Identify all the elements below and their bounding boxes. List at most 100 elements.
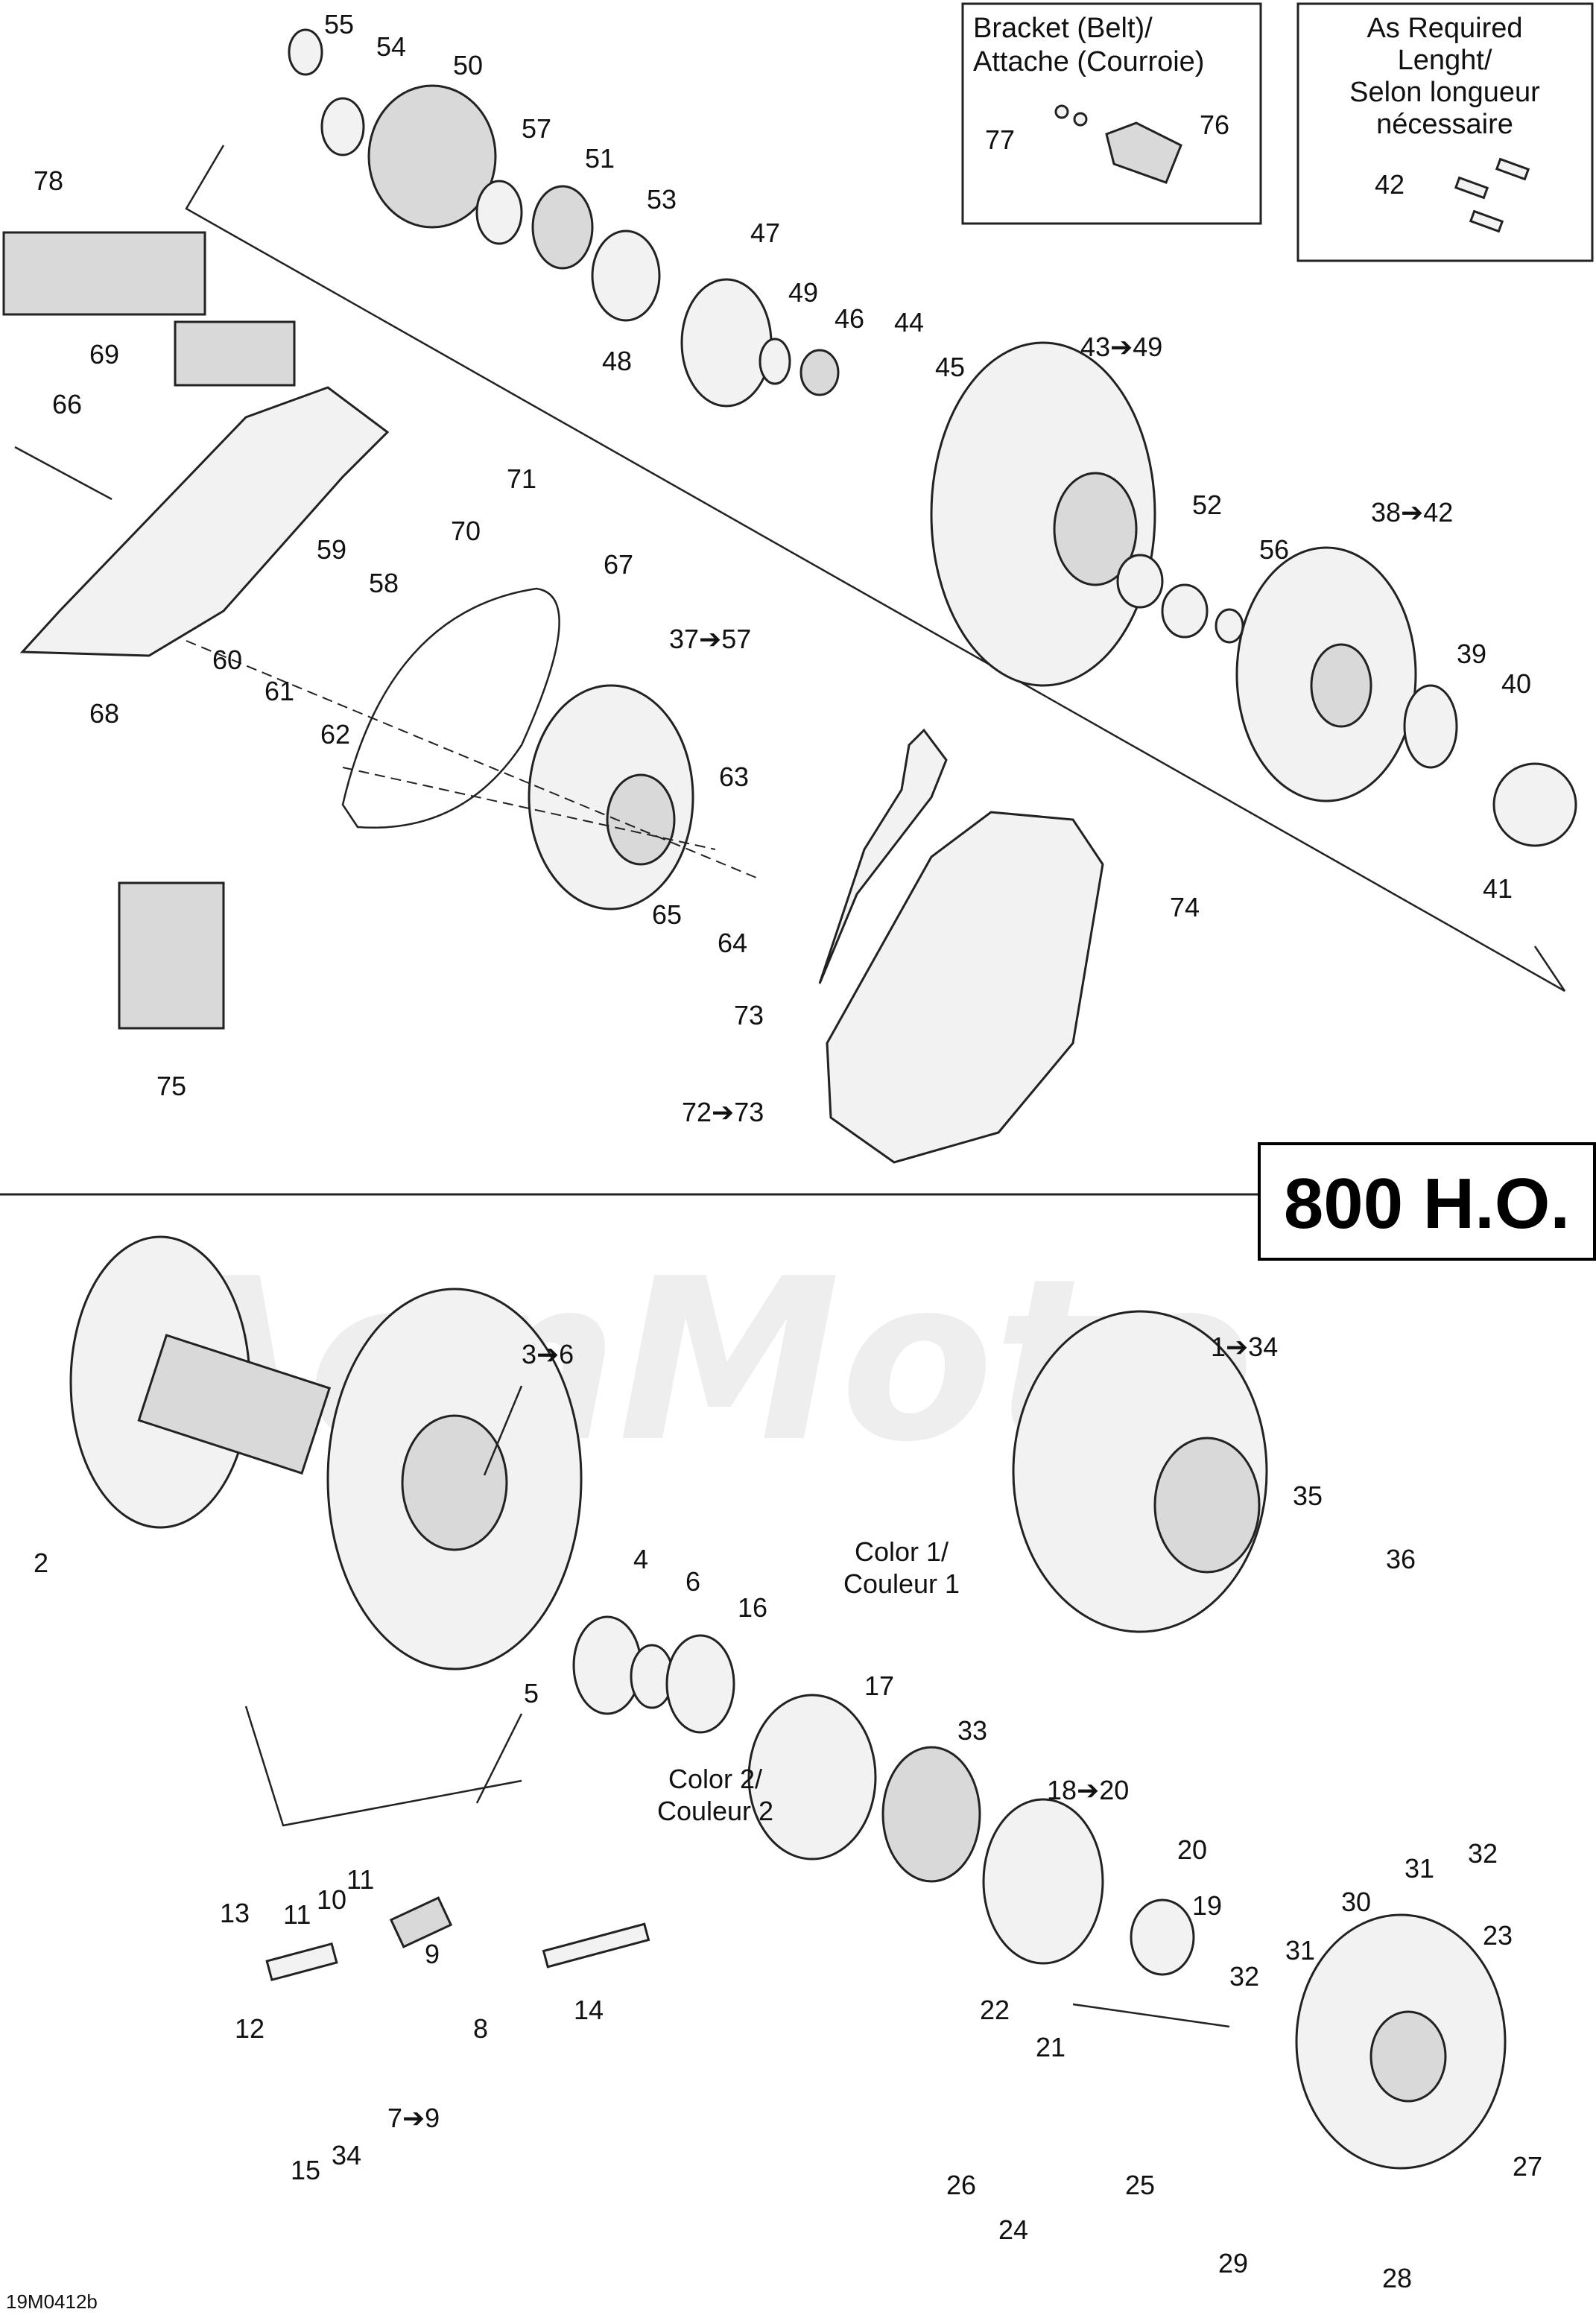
callout-16: 16 xyxy=(738,1592,767,1623)
drawing-code: 19M0412b xyxy=(6,2290,98,2313)
color1-line1: Color 1/ xyxy=(855,1536,949,1567)
as-required-box: As Required Lenght/ Selon longueur néces… xyxy=(1296,2,1594,262)
callout-24: 24 xyxy=(998,2214,1028,2245)
callout-25: 25 xyxy=(1125,2170,1155,2200)
callout-37-57: 37➔57 xyxy=(669,624,751,654)
warning-decal-69 xyxy=(174,320,296,387)
callout-4: 4 xyxy=(633,1544,648,1574)
callout-17: 17 xyxy=(864,1670,894,1701)
callout-34: 34 xyxy=(332,2140,361,2170)
part-33 xyxy=(881,1746,981,1883)
callout-26: 26 xyxy=(946,2170,976,2200)
callout-41: 41 xyxy=(1483,873,1513,904)
callout-64: 64 xyxy=(718,928,747,958)
leader-lines xyxy=(186,640,1230,2028)
part-55 xyxy=(288,28,323,76)
callout-65: 65 xyxy=(652,899,682,930)
callouts: 55 54 50 57 51 53 47 49 46 44 45 48 43➔4… xyxy=(34,9,1542,2293)
callout-33: 33 xyxy=(957,1715,987,1746)
callout-72-73: 72➔73 xyxy=(682,1097,764,1127)
callout-69: 69 xyxy=(89,339,119,370)
spider-18 xyxy=(982,1798,1104,1965)
callout-67: 67 xyxy=(604,549,633,580)
callout-63: 63 xyxy=(719,761,749,792)
callout-1-34: 1➔34 xyxy=(1211,1331,1278,1362)
callout-45: 45 xyxy=(935,352,965,382)
callout-48: 48 xyxy=(602,346,632,376)
callout-32b: 32 xyxy=(1229,1961,1259,1992)
callout-75: 75 xyxy=(156,1071,186,1101)
callout-9: 9 xyxy=(425,1939,440,1969)
callout-15: 15 xyxy=(291,2155,320,2185)
callout-3-6: 3➔6 xyxy=(522,1339,574,1369)
callout-59: 59 xyxy=(317,534,346,565)
gasket-73 xyxy=(818,728,948,984)
washer-52b xyxy=(1161,583,1209,639)
callout-11b: 11 xyxy=(346,1864,374,1895)
callout-14: 14 xyxy=(574,1995,604,2025)
callout-40: 40 xyxy=(1501,668,1531,699)
bushing-46 xyxy=(799,349,840,396)
callout-8: 8 xyxy=(473,2013,488,2044)
callout-46: 46 xyxy=(835,303,864,334)
callout-57: 57 xyxy=(522,113,551,144)
caution-decal-78 xyxy=(2,231,206,316)
callout-50: 50 xyxy=(453,50,483,80)
callout-36: 36 xyxy=(1386,1544,1416,1574)
callout-51: 51 xyxy=(585,143,615,174)
model-label: 800 H.O. xyxy=(1284,1164,1570,1244)
bracket-box-line1: Bracket (Belt)/ xyxy=(973,13,1153,44)
callout-44: 44 xyxy=(894,307,924,338)
sheave-43 xyxy=(930,341,1156,687)
drive-belt-67 xyxy=(341,587,560,829)
callout-12: 12 xyxy=(235,2013,265,2044)
washer-16 xyxy=(665,1634,735,1734)
callout-2: 2 xyxy=(34,1548,48,1578)
callout-18-20: 18➔20 xyxy=(1047,1775,1129,1805)
pin-12 xyxy=(265,1942,338,1982)
callout-29: 29 xyxy=(1218,2248,1248,2278)
callout-28: 28 xyxy=(1382,2263,1412,2293)
callout-76: 76 xyxy=(1200,110,1229,140)
part-47 xyxy=(680,278,773,408)
washer-52a xyxy=(1116,554,1164,609)
part-51 xyxy=(531,185,594,270)
callout-66: 66 xyxy=(52,389,82,419)
part-57 xyxy=(475,180,523,245)
callout-30: 30 xyxy=(1341,1887,1371,1917)
callout-23: 23 xyxy=(1483,1920,1513,1951)
callout-7-9: 7➔9 xyxy=(387,2103,440,2133)
as-required-line2: Lenght/ xyxy=(1398,45,1492,76)
callout-35: 35 xyxy=(1293,1480,1323,1511)
as-required-line1: As Required xyxy=(1367,13,1522,44)
callout-73: 73 xyxy=(734,1000,764,1030)
callout-27: 27 xyxy=(1513,2151,1542,2182)
callout-62: 62 xyxy=(320,719,350,750)
belt-guard-68 xyxy=(19,386,390,657)
bushing-19 xyxy=(1130,1898,1195,1976)
callout-42: 42 xyxy=(1375,169,1405,200)
bracket-box-line2: Attache (Courroie) xyxy=(973,46,1204,77)
callout-70: 70 xyxy=(451,516,481,546)
callout-77: 77 xyxy=(985,124,1015,155)
callout-10: 10 xyxy=(317,1884,346,1915)
callout-31b: 31 xyxy=(1285,1935,1315,1966)
callout-13: 13 xyxy=(220,1898,250,1928)
callout-74: 74 xyxy=(1170,892,1200,922)
bolts-41-circle xyxy=(1492,762,1577,847)
callout-5: 5 xyxy=(524,1678,539,1708)
pin-14 xyxy=(542,1922,650,1969)
color1-line2: Couleur 1 xyxy=(843,1568,960,1599)
callout-61: 61 xyxy=(265,676,294,706)
callout-55: 55 xyxy=(324,9,354,39)
part-50 xyxy=(367,84,497,229)
ring-49 xyxy=(759,338,791,385)
model-label-box: 800 H.O. xyxy=(1258,1142,1596,1261)
lever-7 xyxy=(389,1896,453,1948)
callout-20: 20 xyxy=(1177,1834,1207,1865)
bracket-belt-box: Bracket (Belt)/ Attache (Courroie) xyxy=(961,2,1262,225)
callout-43-49: 43➔49 xyxy=(1080,332,1162,362)
callout-47: 47 xyxy=(750,218,780,248)
callout-49: 49 xyxy=(788,277,818,308)
